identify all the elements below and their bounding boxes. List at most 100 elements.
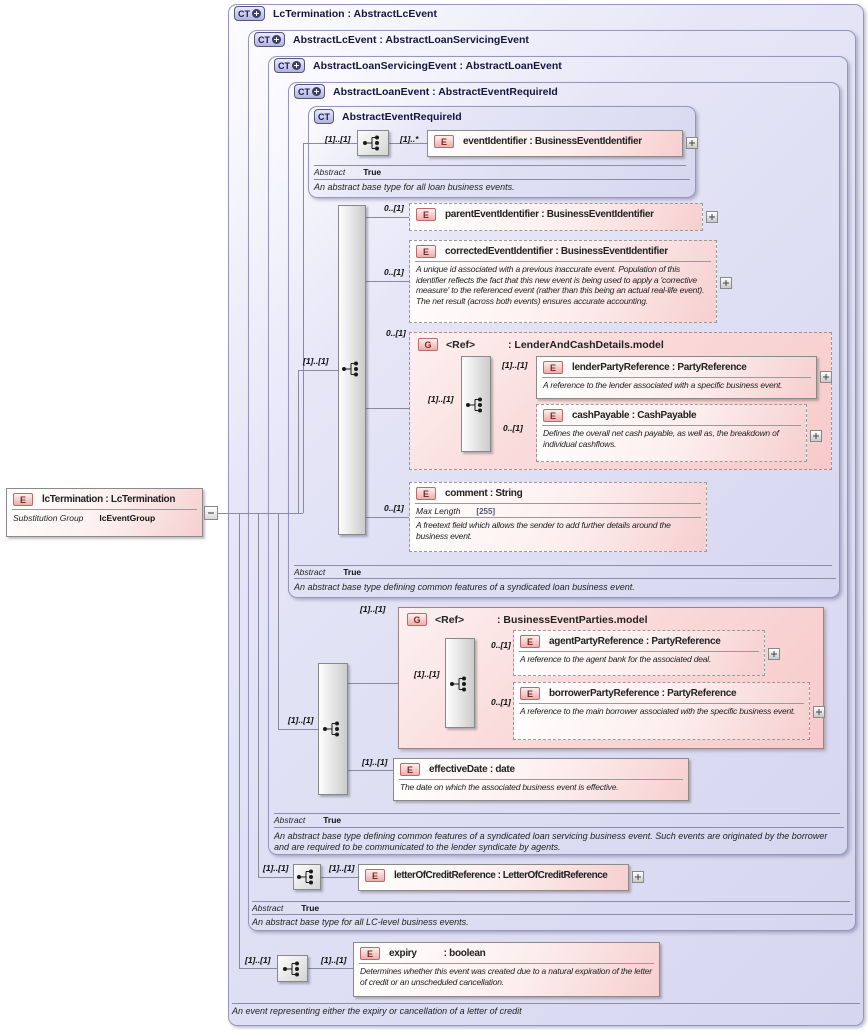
type-annotation-abstract-lc-event: An abstract base type for all LC-level b… [252, 917, 469, 927]
group-type: : LenderAndCashDetails.model [508, 338, 664, 351]
collapse-icon[interactable] [204, 506, 218, 520]
sequence-bar-abstract-loan-servicing-event [318, 663, 348, 795]
connector-line [321, 877, 358, 878]
separator [519, 703, 804, 704]
abstract-value: True [301, 903, 320, 913]
cardinality-label: 0..[1] [384, 503, 404, 513]
separator [415, 517, 701, 518]
cardinality-label: [1]..* [400, 134, 419, 144]
expand-icon[interactable] [720, 277, 732, 289]
separator [274, 827, 844, 828]
group-header: G <Ref> : LenderAndCashDetails.model [410, 333, 831, 356]
connector-line [366, 281, 409, 282]
cardinality-label: 0..[1] [384, 267, 404, 277]
type-annotation-lc-termination: An event representing either the expiry … [232, 1006, 522, 1016]
separator [542, 377, 811, 378]
expand-icon[interactable] [706, 211, 718, 223]
element-title: effectiveDate : date [429, 764, 515, 775]
type-header-abstract-loan-event: CT AbstractLoanEvent : AbstractEventRequ… [294, 84, 558, 99]
connector-line [303, 143, 304, 513]
connector-line [298, 370, 299, 513]
cardinality-label: [1]..[1] [263, 863, 289, 873]
type-header-lc-termination: CT LcTermination : AbstractLcEvent [234, 6, 437, 21]
separator [519, 651, 759, 652]
complex-type-badge: CT [314, 109, 334, 124]
sequence-connector-abstract-lc-event [293, 864, 321, 890]
connector-line [366, 217, 409, 218]
sequence-bar-lender-and-cash-details [461, 356, 491, 452]
element-badge: E [520, 635, 540, 648]
connector-line [348, 770, 393, 771]
element-badge: E [365, 869, 385, 882]
type-title: AbstractLcEvent : AbstractLoanServicingE… [293, 33, 529, 46]
separator [252, 901, 850, 902]
plus-icon [272, 35, 281, 44]
cardinality-label: [1]..[1] [362, 757, 388, 767]
max-length-value: [255] [476, 507, 496, 516]
expand-icon[interactable] [810, 430, 822, 442]
type-title: AbstractLoanEvent : AbstractEventRequire… [333, 85, 558, 98]
max-length-label: Max Length [416, 506, 461, 516]
connector-line [258, 877, 293, 878]
abstract-value: True [363, 167, 382, 177]
separator [294, 565, 832, 566]
connector-line [366, 517, 409, 518]
separator [542, 425, 801, 426]
separator [314, 179, 690, 180]
cardinality-label: 0..[1] [503, 423, 523, 433]
group-ref: <Ref> [446, 338, 476, 351]
element-badge: E [416, 245, 436, 258]
element-title: cashPayable : CashPayable [572, 410, 697, 421]
expand-icon[interactable] [820, 371, 832, 383]
complex-type-badge: CT [234, 6, 265, 21]
plus-icon [312, 87, 321, 96]
complex-type-badge: CT [294, 84, 325, 99]
element-title: agentPartyReference : PartyReference [549, 636, 721, 647]
cardinality-label: [1]..[1] [502, 360, 528, 370]
group-header: G <Ref> : BusinessEventParties.model [399, 608, 823, 631]
group-badge: G [418, 338, 438, 351]
element-title: eventIdentifier : BusinessEventIdentifie… [463, 136, 642, 147]
element-title: lcTermination : LcTermination [42, 494, 176, 505]
sequence-connector-lc-termination [277, 955, 308, 982]
element-badge: E [416, 487, 436, 500]
element-title: expiry [389, 948, 417, 959]
element-badge: E [400, 763, 420, 776]
element-title: letterOfCreditReference : LetterOfCredit… [394, 870, 608, 881]
expand-icon[interactable] [686, 137, 698, 149]
expand-icon[interactable] [813, 706, 825, 718]
expand-icon[interactable] [632, 871, 644, 883]
sequence-bar-abstract-loan-event [338, 205, 366, 535]
element-title: comment : String [445, 488, 523, 499]
connector-line [278, 513, 279, 729]
expand-icon[interactable] [768, 648, 780, 660]
type-header-abstract-loan-servicing-event: CT AbstractLoanServicingEvent : Abstract… [274, 58, 562, 73]
cardinality-label: [1]..[1] [329, 863, 355, 873]
substitution-group-value: lcEventGroup [99, 513, 156, 523]
separator [12, 509, 197, 510]
separator [232, 1003, 860, 1004]
sequence-icon [466, 397, 482, 413]
type-annotation-abstract-loan-event: An abstract base type defining common fe… [294, 582, 635, 592]
type-header-abstract-lc-event: CT AbstractLcEvent : AbstractLoanServici… [254, 32, 529, 47]
cardinality-label: [1]..[1] [360, 604, 386, 614]
connector-line [348, 683, 445, 684]
element-description: Defines the overall net cash payable, as… [543, 428, 779, 449]
element-type: : boolean [443, 948, 486, 959]
element-title: correctedEventIdentifier : BusinessEvent… [445, 246, 668, 257]
element-badge: E [543, 361, 563, 374]
type-header-abstract-event-require-id: CT AbstractEventRequireId [314, 109, 462, 124]
separator [294, 578, 836, 579]
